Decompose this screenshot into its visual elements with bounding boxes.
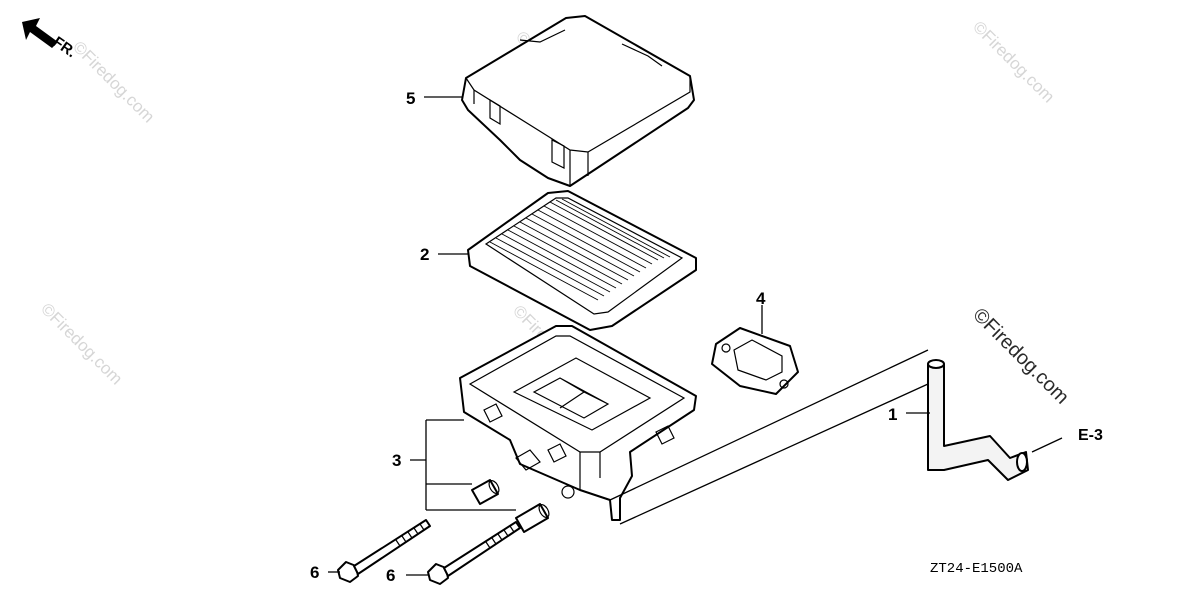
front-direction-label: FR. (50, 33, 80, 61)
part-label-1: 1 (888, 405, 897, 424)
filter-pleats (489, 198, 671, 301)
part-label-2: 2 (420, 245, 429, 264)
air-filter-element-drawing (467, 190, 697, 331)
leader-lines (328, 96, 1063, 576)
front-direction-indicator: FR. (22, 18, 79, 61)
part-label-5: 5 (406, 89, 415, 108)
reference-label: E-3 (1078, 427, 1103, 444)
part-label-3: 3 (392, 451, 401, 470)
bolt-drawings (337, 519, 521, 585)
part-label-6a: 6 (310, 563, 319, 582)
breather-tube-drawing (927, 359, 1029, 481)
watermark-top-left: ©Firedog.com (69, 37, 158, 126)
air-cleaner-case-drawing (459, 325, 697, 521)
watermark-mid-left: ©Firedog.com (37, 299, 126, 388)
air-cleaner-cover-drawing (461, 15, 695, 187)
diagram-code: ZT24-E1500A (930, 561, 1023, 577)
gasket-drawing (711, 327, 799, 395)
collar-drawings (471, 479, 550, 533)
watermark-top-right: ©Firedog.com (969, 17, 1058, 106)
watermark-mid-right: ©Firedog.com (968, 304, 1073, 409)
front-arrow-icon (22, 18, 58, 48)
part-label-4: 4 (756, 289, 766, 308)
part-label-6b: 6 (386, 566, 395, 585)
part-labels: 5 2 4 3 1 6 6 (310, 89, 897, 585)
